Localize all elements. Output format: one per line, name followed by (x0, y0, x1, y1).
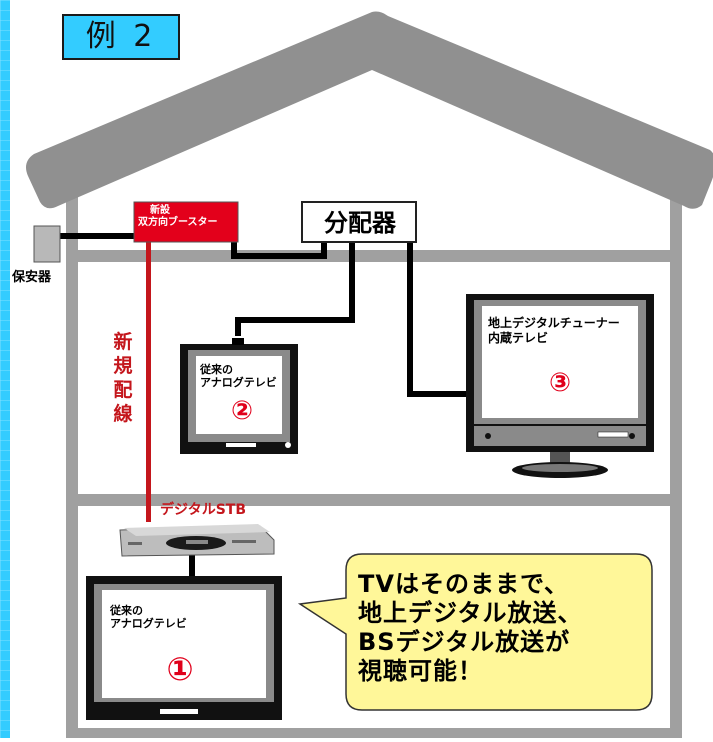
new-wiring-char: 新 (113, 331, 133, 353)
tv-2-number: ② (230, 396, 253, 426)
tv-2-label-line-1: 従来の (200, 363, 233, 376)
example-title: 例 2 (62, 14, 180, 60)
callout-line-2: 地上デジタル放送、 (358, 599, 583, 627)
protector-box (33, 225, 61, 263)
tv-1-label-line-2: アナログテレビ (110, 617, 187, 630)
tv-1-label: 従来の アナログテレビ (110, 604, 187, 630)
booster-label-line-2: 双方向ブースター (138, 217, 218, 228)
house-walls (66, 195, 682, 738)
booster-box (133, 201, 239, 243)
new-wiring-char: 規 (113, 355, 133, 377)
splitter-box (301, 201, 417, 243)
tv-1 (86, 576, 282, 720)
coax-cables (56, 233, 468, 576)
tv-3-label: 地上デジタルチューナー 内蔵テレビ (488, 316, 620, 346)
splitter-label: 分配器 (324, 209, 396, 237)
digital-stb (119, 524, 275, 557)
new-wiring-cable (146, 222, 151, 522)
tv-3-label-line-1: 地上デジタルチューナー (488, 316, 620, 330)
booster-label-line-1: 新設 (150, 205, 170, 216)
callout-text: TVはそのままで、 地上デジタル放送、 BSデジタル放送が 視聴可能！ (358, 570, 628, 686)
stb-label: デジタルSTB (160, 502, 247, 518)
roof (26, 11, 713, 209)
new-wiring-char: 線 (113, 403, 133, 425)
tv-3-number: ③ (548, 368, 571, 398)
tv-2-label: 従来の アナログテレビ (200, 363, 277, 389)
tv-3 (466, 294, 654, 478)
booster-label: 新設 双方向ブースター (138, 205, 234, 229)
callout-line-3: BSデジタル放送が (358, 628, 571, 656)
tv-1-number: ① (166, 650, 194, 688)
callout-line-1: TVはそのままで、 (358, 570, 569, 598)
tv-3-label-line-2: 内蔵テレビ (488, 331, 549, 345)
tv-2-label-line-2: アナログテレビ (200, 376, 277, 389)
protector-label: 保安器 (12, 270, 52, 285)
tv-1-label-line-1: 従来の (110, 604, 143, 617)
tv-2 (180, 338, 298, 454)
new-wiring-label: 新規配線 (112, 330, 134, 426)
left-grid-strip (0, 0, 10, 738)
new-wiring-char: 配 (113, 379, 133, 401)
speech-bubble (297, 553, 653, 711)
callout-line-4: 視聴可能！ (358, 657, 483, 685)
